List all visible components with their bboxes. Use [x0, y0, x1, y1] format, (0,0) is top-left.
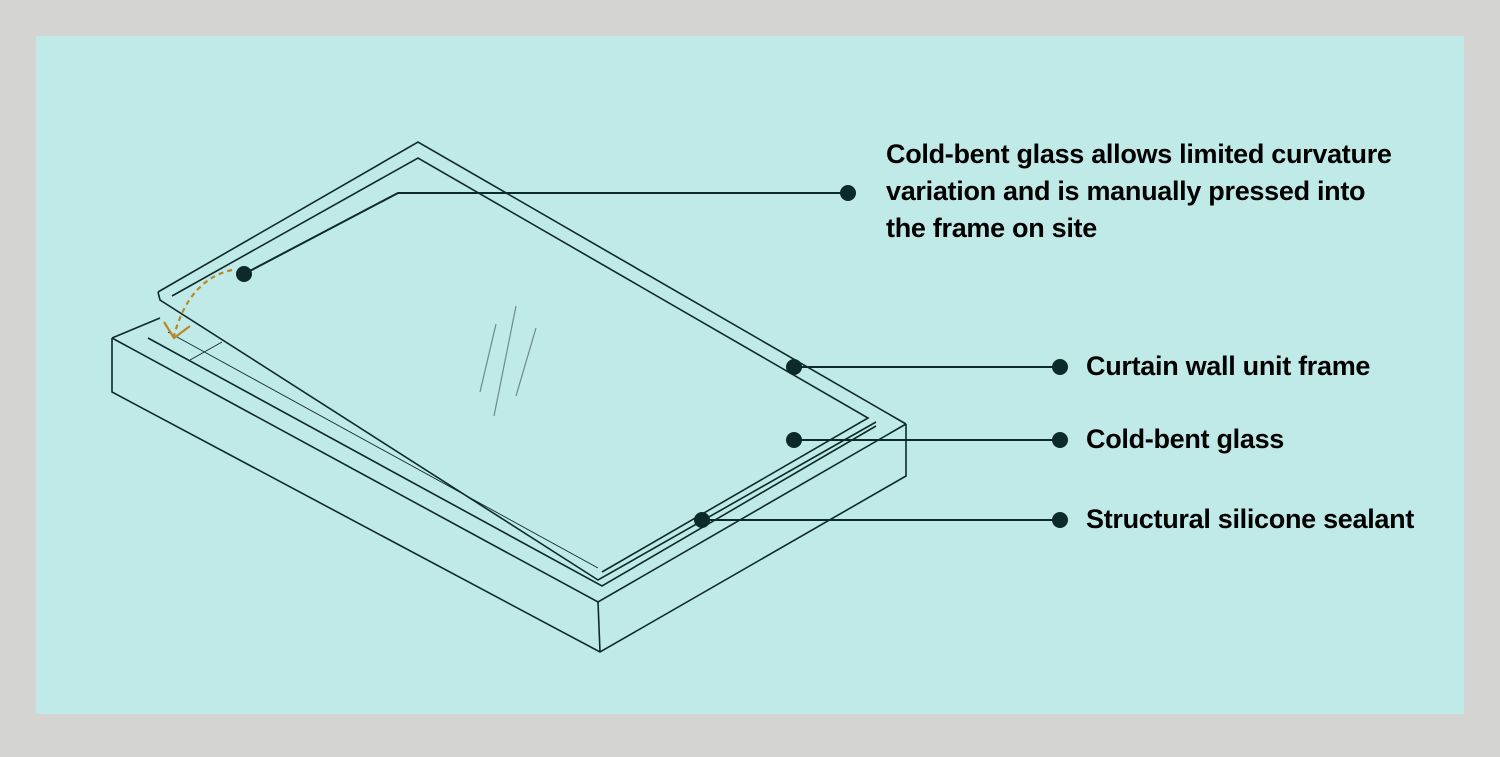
- curtain-wall-frame-drawing: [111, 317, 907, 653]
- leader-dot-frame-start: [786, 359, 802, 375]
- leader-dot-glass-start: [786, 432, 802, 448]
- press-arrow-icon: [163, 268, 233, 340]
- frame-inner-recess: [167, 331, 599, 569]
- glass-glint-1: [479, 323, 497, 393]
- label-structural-sealant: Structural silicone sealant: [1086, 504, 1415, 534]
- label-cold-bent-note: Cold-bent glass allows limited curvature…: [886, 139, 1392, 243]
- glass-glint-3: [515, 327, 537, 397]
- frame-inner-rim: [147, 337, 877, 587]
- leader-sealant: [694, 512, 1068, 528]
- press-arrow-path: [172, 268, 233, 337]
- leader-glass: [786, 432, 1068, 448]
- frame-front-corner: [597, 601, 601, 653]
- label-curtain-wall-frame: Curtain wall unit frame: [1086, 351, 1371, 381]
- diagram-panel: [36, 36, 1464, 714]
- glass-front-edges: [157, 291, 877, 581]
- leader-cold-bent-note: [236, 185, 856, 282]
- press-arrow-head: [163, 321, 191, 340]
- glass-inner-border: [171, 157, 870, 573]
- leader-dot-sealant-end: [1052, 512, 1068, 528]
- leader-dot-frame-end: [1052, 359, 1068, 375]
- leader-dot-glass-end: [1052, 432, 1068, 448]
- glass-top-edges: [157, 141, 907, 425]
- leader-line-note: [243, 192, 848, 275]
- glass-glint-2: [493, 305, 517, 417]
- leader-dot-sealant-start: [694, 512, 710, 528]
- frame-left-top-edge: [111, 317, 161, 339]
- leader-dot-note-end: [840, 185, 856, 201]
- leader-dot-note-start: [236, 266, 252, 282]
- cold-bent-glass-drawing: [157, 141, 907, 581]
- label-cold-bent-glass: Cold-bent glass: [1086, 424, 1285, 454]
- leader-frame: [786, 359, 1068, 375]
- frame-recess-corner: [189, 341, 223, 361]
